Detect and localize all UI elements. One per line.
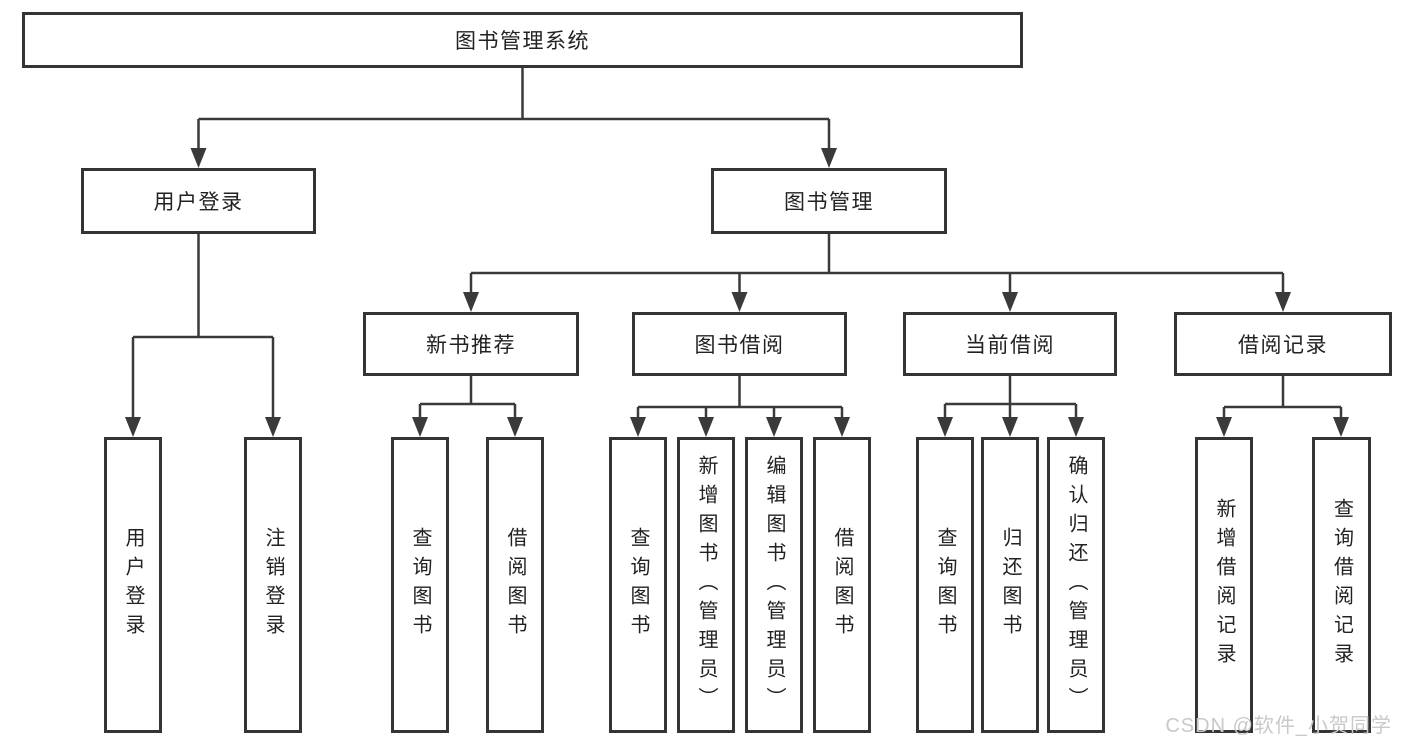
leaf-query-books-2: 查询图书 — [609, 437, 667, 733]
arrowhead — [731, 292, 748, 312]
leaf-borrow-books-2: 借阅图书 — [813, 437, 871, 733]
arrowhead — [1275, 292, 1291, 312]
leaf-query-books-1-label: 查询图书 — [409, 527, 431, 643]
node-book-mgmt: 图书管理 — [711, 168, 947, 234]
arrowhead — [766, 417, 782, 437]
csdn-watermark: CSDN @软件_小贺同学 — [1165, 715, 1392, 737]
leaf-add-borrow-record: 新增借阅记录 — [1195, 437, 1253, 733]
arrowhead — [507, 417, 523, 437]
leaf-add-book-admin: 新增图书（管理员） — [677, 437, 735, 733]
leaf-borrow-books-1: 借阅图书 — [486, 437, 544, 733]
arrowhead — [630, 417, 646, 437]
leaf-user-login-label: 用户登录 — [122, 527, 144, 643]
connector-book-borrow — [636, 376, 844, 419]
arrowhead — [463, 292, 479, 312]
leaf-query-borrow-record-label: 查询借阅记录 — [1330, 498, 1353, 672]
arrowhead — [1002, 417, 1018, 437]
leaf-edit-book-admin: 编辑图书（管理员） — [745, 437, 803, 733]
leaf-edit-book-admin-label: 编辑图书（管理员） — [763, 454, 785, 716]
leaf-user-login: 用户登录 — [104, 437, 162, 733]
leaf-add-book-admin-label: 新增图书（管理员） — [695, 454, 717, 716]
leaf-logout: 注销登录 — [244, 437, 302, 733]
node-borrow-records-label: 借阅记录 — [1238, 334, 1328, 357]
connector-root — [197, 68, 831, 150]
connector-lines — [131, 68, 1343, 419]
connector-user-login — [131, 234, 275, 419]
arrowhead — [937, 417, 953, 437]
node-new-book-rec: 新书推荐 — [363, 312, 579, 376]
leaf-borrow-books-2-label: 借阅图书 — [831, 527, 853, 643]
arrowheads — [125, 148, 1349, 437]
leaf-query-borrow-record: 查询借阅记录 — [1312, 437, 1371, 733]
node-borrow-records: 借阅记录 — [1174, 312, 1392, 376]
leaf-add-borrow-record-label: 新增借阅记录 — [1213, 498, 1235, 672]
node-current-borrow: 当前借阅 — [903, 312, 1117, 376]
arrowhead — [834, 417, 850, 437]
node-new-book-rec-label: 新书推荐 — [426, 334, 516, 357]
arrowhead — [821, 148, 837, 168]
arrowhead — [1068, 417, 1084, 437]
node-book-borrow: 图书借阅 — [632, 312, 847, 376]
leaf-query-books-2-label: 查询图书 — [627, 527, 649, 643]
node-root-label: 图书管理系统 — [455, 30, 590, 53]
arrowhead — [125, 417, 141, 437]
leaf-logout-label: 注销登录 — [262, 527, 284, 643]
node-user-login-label: 用户登录 — [153, 191, 244, 214]
leaf-return-book-label: 归还图书 — [999, 527, 1021, 643]
leaf-return-book: 归还图书 — [981, 437, 1039, 733]
arrowhead — [1333, 417, 1349, 437]
arrowhead — [412, 417, 428, 437]
leaf-query-books-3-label: 查询图书 — [934, 527, 956, 643]
leaf-borrow-books-1-label: 借阅图书 — [504, 527, 526, 643]
node-user-login: 用户登录 — [81, 168, 316, 234]
arrowhead — [1002, 292, 1018, 312]
arrowhead — [190, 148, 207, 168]
connector-book-mgmt — [469, 234, 1285, 294]
connector-current-borrow — [943, 376, 1078, 419]
arrowhead — [698, 417, 714, 437]
leaf-query-books-1: 查询图书 — [391, 437, 449, 733]
leaf-confirm-return-admin: 确认归还（管理员） — [1047, 437, 1105, 733]
arrowhead — [265, 417, 281, 437]
connector-borrow-records — [1222, 376, 1343, 419]
arrowhead — [1216, 417, 1232, 437]
node-root: 图书管理系统 — [22, 12, 1023, 68]
node-current-borrow-label: 当前借阅 — [965, 334, 1055, 357]
leaf-query-books-3: 查询图书 — [916, 437, 974, 733]
leaf-confirm-return-admin-label: 确认归还（管理员） — [1065, 454, 1087, 716]
node-book-mgmt-label: 图书管理 — [784, 191, 874, 214]
connector-new-book-rec — [418, 376, 517, 419]
node-book-borrow-label: 图书借阅 — [694, 334, 785, 357]
